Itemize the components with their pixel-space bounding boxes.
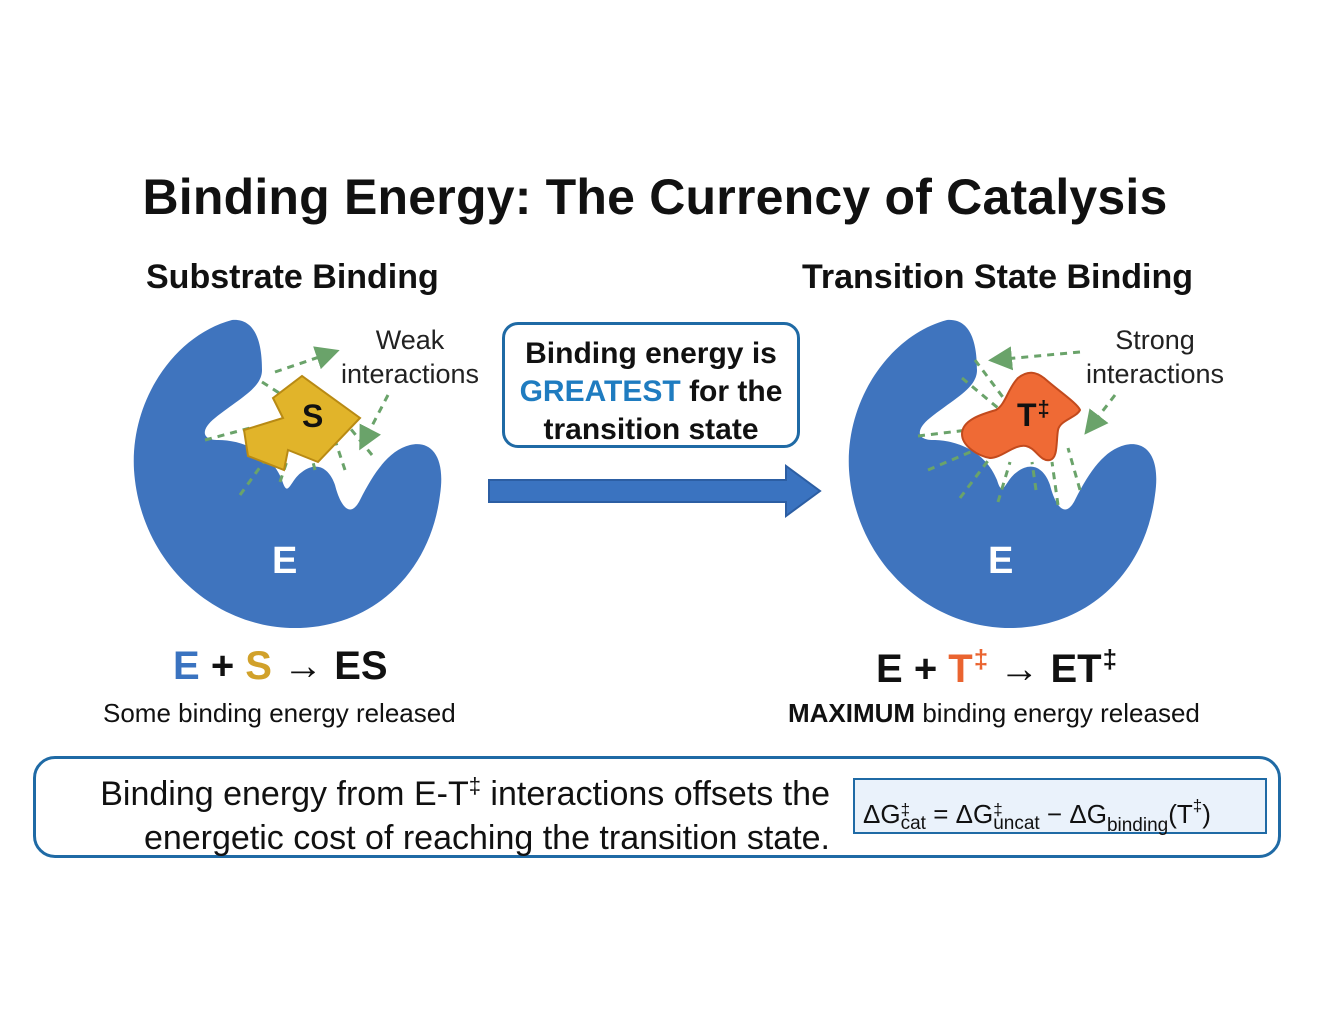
callout-line: interactions xyxy=(1085,359,1225,389)
eq-arrow: → xyxy=(999,647,1040,691)
right-panel-title: Transition State Binding xyxy=(802,258,1194,296)
dagger-mark: ‡ xyxy=(993,800,1003,819)
weak-interactions-callout: Weak interactions xyxy=(330,323,490,391)
eq-product: ET‡ xyxy=(1050,644,1118,691)
ts-letter: T xyxy=(1017,397,1037,433)
formula-dg: ΔG xyxy=(863,799,901,829)
eq-substrate: S xyxy=(245,644,272,688)
formula-paren: ( xyxy=(1168,799,1177,829)
transition-caption: MAXIMUM binding energy released xyxy=(788,698,1200,729)
free-energy-formula: ΔG‡cat = ΔG‡uncat − ΔGbinding(T‡) xyxy=(853,778,1267,836)
substrate-binding-equation: E + S → ES xyxy=(173,644,388,689)
summary-text: Binding energy from E-T‡ interactions of… xyxy=(50,764,830,860)
greatest-binding-box: Binding energy is GREATEST for the trans… xyxy=(502,322,800,448)
formula-dg: ΔG xyxy=(1069,799,1107,829)
left-enzyme-label: E xyxy=(272,540,298,582)
eq-enzyme: E xyxy=(876,647,903,691)
eq-plus: + xyxy=(210,644,235,688)
summary-line: energetic cost of reaching the transitio… xyxy=(143,819,830,857)
process-arrow xyxy=(488,464,822,518)
box-line: transition state xyxy=(543,413,759,446)
summary-text-part: Binding energy from E-T xyxy=(100,775,469,813)
transition-state-shape xyxy=(960,371,1082,462)
dagger-mark: ‡ xyxy=(900,800,911,819)
dagger-mark: ‡ xyxy=(1192,796,1203,815)
callout-line: interactions xyxy=(340,359,480,389)
right-interaction-lines xyxy=(917,346,1117,506)
formula-sub-binding: binding xyxy=(1106,815,1169,836)
callout-line: Strong xyxy=(1115,325,1195,355)
eq-plus: + xyxy=(913,647,938,691)
transition-binding-equation: E + T‡ → ET‡ xyxy=(876,644,1117,692)
formula-t: T xyxy=(1176,799,1193,829)
formula-equals: = xyxy=(933,799,949,829)
eq-product: ES xyxy=(334,644,388,688)
eq-transition-state: T‡ xyxy=(948,644,989,691)
left-enzyme xyxy=(133,319,442,629)
box-line: GREATEST for the xyxy=(505,373,797,411)
callout-line: Weak xyxy=(375,325,445,355)
dagger-mark: ‡ xyxy=(1102,644,1118,674)
caption-text: binding energy released xyxy=(922,698,1200,728)
eq-enzyme: E xyxy=(173,644,200,688)
formula-sub-cat: cat xyxy=(900,813,926,834)
dagger-mark: ‡ xyxy=(1037,396,1050,421)
summary-box xyxy=(33,756,1281,858)
formula-dg: ΔG xyxy=(955,799,994,829)
eq-product-text: ET xyxy=(1050,647,1102,691)
dagger-mark: ‡ xyxy=(973,644,989,674)
right-enzyme-label: E xyxy=(988,540,1014,582)
greatest-highlight: GREATEST xyxy=(519,375,681,408)
box-line: Binding energy is xyxy=(525,337,777,370)
formula-paren: ) xyxy=(1202,799,1211,829)
formula-sub-uncat: uncat xyxy=(993,813,1040,834)
substrate-shape xyxy=(242,374,362,472)
formula-subsup: ‡cat xyxy=(900,800,926,834)
substrate-label: S xyxy=(302,398,324,434)
maximum-emphasis: MAXIMUM xyxy=(788,698,916,728)
box-text: for the xyxy=(689,375,783,408)
eq-arrow: → xyxy=(283,644,324,688)
eq-ts-letter: T xyxy=(948,647,973,691)
formula-subsup: ‡uncat xyxy=(993,800,1040,834)
summary-text-part: interactions offsets the xyxy=(490,775,830,813)
strong-interactions-callout: Strong interactions xyxy=(1074,323,1236,391)
dagger-mark: ‡ xyxy=(468,773,481,798)
page-title: Binding Energy: The Currency of Catalysi… xyxy=(142,169,1168,225)
formula-minus: − xyxy=(1046,799,1063,829)
summary-line: Binding energy from E-T‡ interactions of… xyxy=(50,764,830,816)
right-enzyme xyxy=(848,319,1157,629)
left-panel-title: Substrate Binding xyxy=(146,258,439,296)
transition-state-label: T‡ xyxy=(1017,396,1050,434)
substrate-caption: Some binding energy released xyxy=(103,698,456,728)
